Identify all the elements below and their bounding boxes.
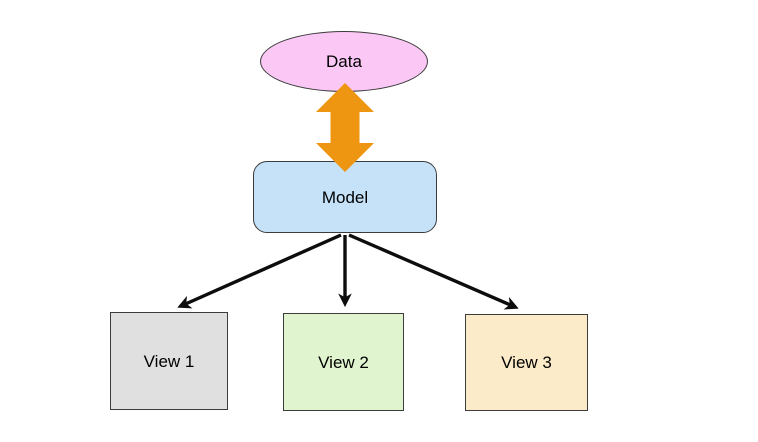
node-view2: View 2 [283, 313, 404, 411]
node-model: Model [253, 161, 437, 233]
node-view1: View 1 [110, 312, 228, 410]
edge-model-to-view1 [177, 233, 342, 309]
node-data: Data [260, 31, 428, 92]
node-model-label: Model [321, 187, 369, 207]
node-view3-label: View 3 [501, 353, 552, 372]
edge-model-to-view3 [348, 233, 519, 310]
node-view1-label: View 1 [143, 351, 195, 371]
edge-data-model-double-arrow-icon [316, 83, 374, 172]
node-data-label: Data [326, 52, 362, 71]
node-view2-label: View 2 [318, 352, 369, 372]
node-view3: View 3 [465, 314, 588, 411]
